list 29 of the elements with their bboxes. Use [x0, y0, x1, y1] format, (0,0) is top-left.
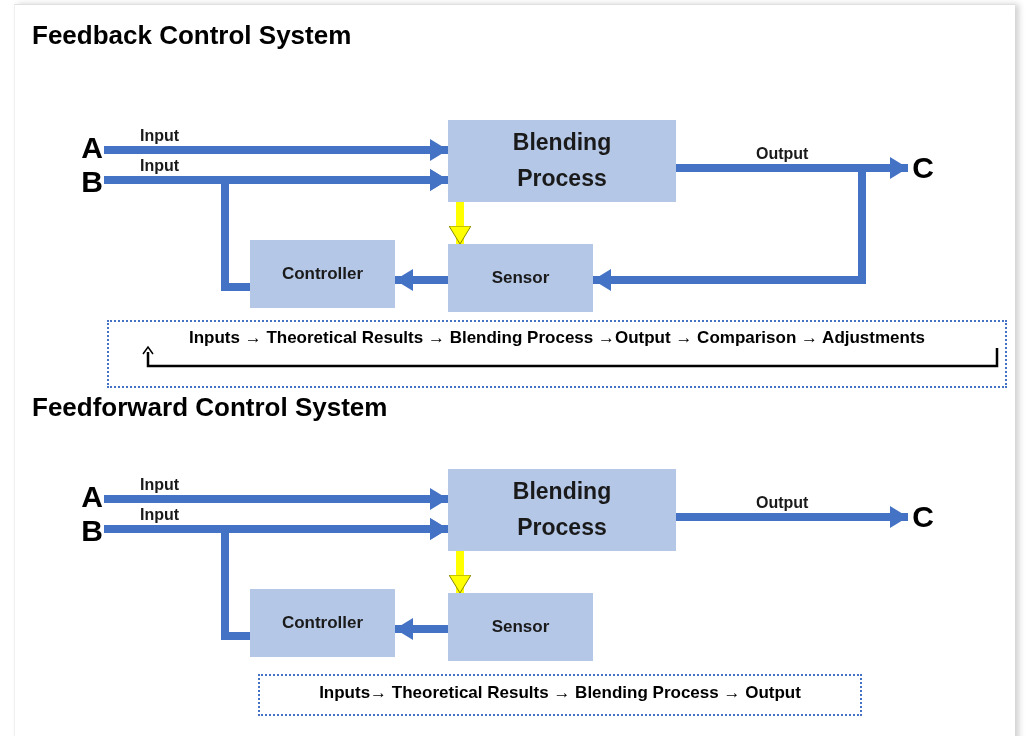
- edge-label: Input: [140, 127, 180, 145]
- edge-label: Input: [140, 506, 180, 524]
- process-box: Sensor: [448, 244, 593, 312]
- flow-text: Inputs→ Theoretical Results → Blending Process → Output: [319, 683, 801, 703]
- node-letter: A: [80, 479, 104, 515]
- arrow: [395, 618, 448, 640]
- flow-text: Inputs → Theoretical Results → Blending Process →Output → Comparison → Adjustments: [188, 328, 926, 348]
- process-box: Blending Process: [448, 120, 676, 202]
- node-letter: B: [80, 513, 104, 549]
- arrow: [593, 164, 866, 291]
- arrow: [448, 202, 472, 245]
- edge-label: Output: [756, 145, 809, 163]
- process-box: Controller: [250, 240, 395, 308]
- node-letter: B: [80, 164, 104, 200]
- node-letter: A: [80, 130, 104, 166]
- arrow: [448, 551, 472, 594]
- process-box: Sensor: [448, 593, 593, 661]
- process-box: Blending Process: [448, 469, 676, 551]
- edge-label: Input: [140, 476, 180, 494]
- section-heading: Feedback Control System: [32, 20, 352, 51]
- node-letter: C: [908, 150, 938, 186]
- node-letter: C: [908, 499, 938, 535]
- arrow: [395, 269, 448, 291]
- edge-label: Output: [756, 494, 809, 512]
- dotted-box: [258, 674, 862, 716]
- process-box: Controller: [250, 589, 395, 657]
- section-heading: Feedforward Control System: [32, 392, 388, 423]
- dotted-box: [107, 320, 1007, 388]
- edge-label: Input: [140, 157, 180, 175]
